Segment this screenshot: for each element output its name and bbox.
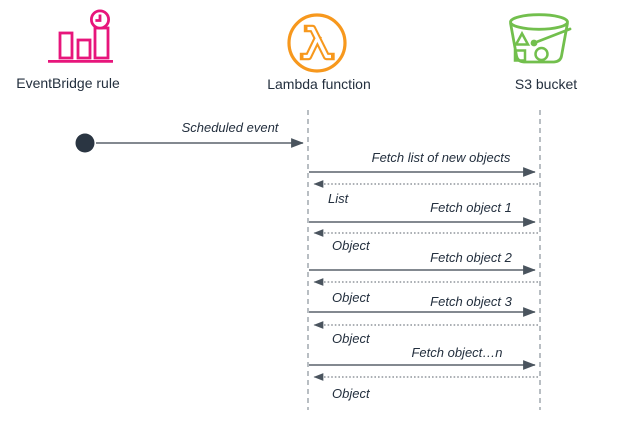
return-label-object-3: Object bbox=[332, 331, 370, 346]
s3-bucket-icon bbox=[509, 13, 572, 64]
start-dot bbox=[75, 133, 95, 153]
actor-label-lambda: Lambda function bbox=[267, 76, 371, 92]
return-label-object-n: Object bbox=[332, 386, 370, 401]
message-label-fetch-object-1: Fetch object 1 bbox=[430, 200, 512, 215]
message-label-scheduled-event: Scheduled event bbox=[181, 120, 279, 135]
return-label-object-1: Object bbox=[332, 238, 370, 253]
message-label-fetch-object-n: Fetch object…n bbox=[411, 345, 503, 360]
return-label-list: List bbox=[328, 191, 349, 206]
message-label-fetch-object-3: Fetch object 3 bbox=[430, 294, 512, 309]
actor-label-eventbridge: EventBridge rule bbox=[16, 75, 120, 91]
message-label-fetch-list: Fetch list of new objects bbox=[371, 150, 511, 165]
eventbridge-rule-icon bbox=[48, 9, 113, 63]
message-label-fetch-object-2: Fetch object 2 bbox=[430, 250, 512, 265]
return-label-object-2: Object bbox=[332, 290, 370, 305]
lambda-function-icon bbox=[287, 13, 347, 73]
actor-label-s3: S3 bucket bbox=[514, 76, 578, 92]
